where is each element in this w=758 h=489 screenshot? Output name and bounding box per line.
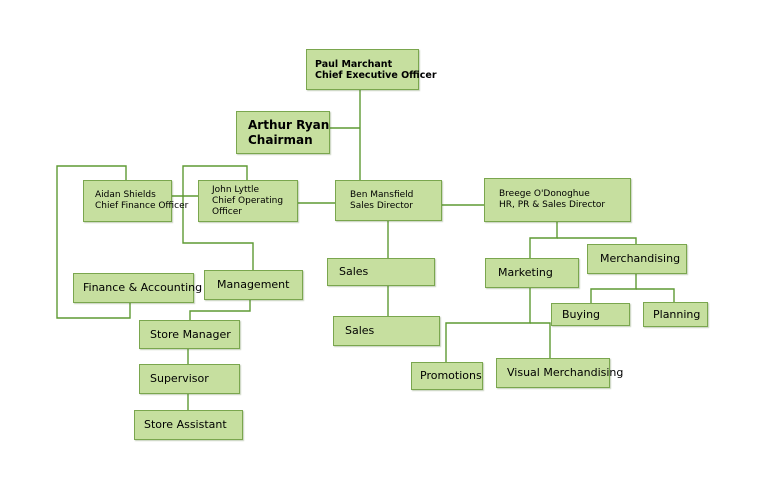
planning-box: Planning xyxy=(643,302,708,327)
merchandising-box: Merchandising xyxy=(587,244,687,274)
sales-box-2: Sales xyxy=(333,316,440,346)
connector-merch-planning xyxy=(636,288,675,302)
merchandising-label: Merchandising xyxy=(600,252,681,265)
store-manager-label: Store Manager xyxy=(150,327,231,341)
connector-marketing-promotions xyxy=(445,288,531,362)
connector-hr-marketing xyxy=(529,222,558,258)
connector-cfo-finance xyxy=(56,165,131,319)
buying-box: Buying xyxy=(551,303,630,326)
chairman-name: Arthur Ryan xyxy=(248,117,330,132)
sales-label-2: Sales xyxy=(345,324,375,337)
connector-hr-merchandising xyxy=(557,237,637,244)
promotions-box: Promotions xyxy=(411,362,483,390)
connector-coo-management xyxy=(182,165,254,270)
cfo-title: Chief Finance Officer xyxy=(95,201,189,211)
marketing-label: Marketing xyxy=(498,266,553,279)
sales-director-title: Sales Director xyxy=(350,200,413,211)
sales-box-1: Sales xyxy=(327,258,435,286)
marketing-box: Marketing xyxy=(485,258,579,288)
promotions-label: Promotions xyxy=(420,369,482,382)
ceo-box: Paul Marchant Chief Executive Officer xyxy=(306,49,437,90)
management-label: Management xyxy=(217,278,290,291)
cfo-name: Aidan Shields xyxy=(95,190,156,200)
ceo-name: Paul Marchant xyxy=(315,58,393,70)
store-assistant-box: Store Assistant xyxy=(134,410,243,440)
planning-label: Planning xyxy=(653,307,701,321)
visual-merchandising-label: Visual Merchandising xyxy=(507,366,624,379)
chairman-box: Arthur Ryan Chairman xyxy=(236,111,330,154)
coo-box: John Lyttle Chief Operating Officer xyxy=(198,180,298,222)
store-manager-box: Store Manager xyxy=(139,320,240,349)
ceo-title: Chief Executive Officer xyxy=(315,69,437,81)
chairman-title: Chairman xyxy=(248,132,313,147)
coo-name: John Lyttle xyxy=(212,184,260,195)
finance-accounting-label: Finance & Accounting xyxy=(83,281,203,294)
sales-director-name: Ben Mansfield xyxy=(350,189,414,200)
visual-merchandising-box: Visual Merchandising xyxy=(496,358,624,388)
cfo-box: Aidan Shields Chief Finance Officer xyxy=(83,180,189,222)
connector-merch-buying xyxy=(590,274,637,303)
connector-management-store-manager xyxy=(189,300,251,320)
management-box: Management xyxy=(204,270,303,300)
hr-director-name: Breege O'Donoghue xyxy=(499,189,590,199)
hr-director-title: HR, PR & Sales Director xyxy=(499,200,606,210)
sales-label-1: Sales xyxy=(339,265,369,278)
buying-label: Buying xyxy=(562,307,601,321)
connector-marketing-visual xyxy=(530,322,551,358)
store-assistant-label: Store Assistant xyxy=(144,418,227,431)
supervisor-box: Supervisor xyxy=(139,364,240,394)
supervisor-label: Supervisor xyxy=(150,372,209,385)
coo-title-line2: Officer xyxy=(212,206,242,217)
sales-director-box: Ben Mansfield Sales Director xyxy=(335,180,442,221)
finance-accounting-box: Finance & Accounting xyxy=(73,273,203,303)
coo-title-line1: Chief Operating xyxy=(212,195,284,206)
hr-director-box: Breege O'Donoghue HR, PR & Sales Directo… xyxy=(484,178,631,222)
